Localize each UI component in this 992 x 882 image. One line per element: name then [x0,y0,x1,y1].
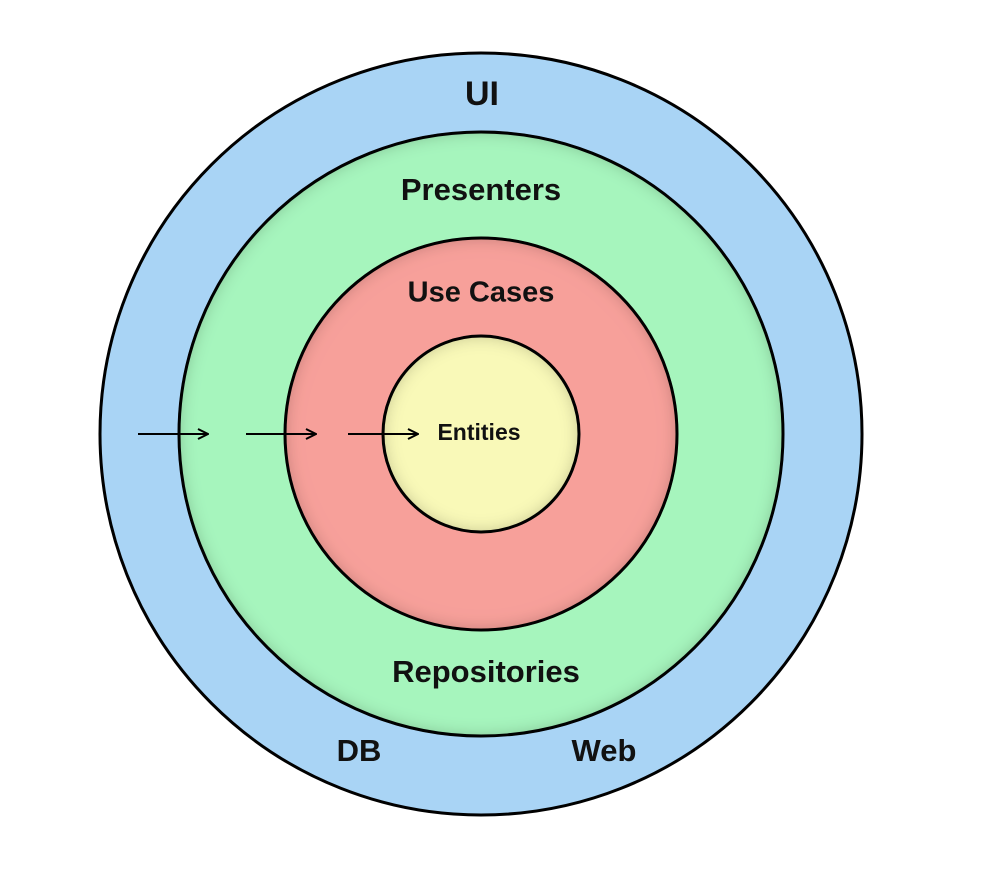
label-ui: UI [465,75,499,113]
label-use-cases: Use Cases [408,277,555,309]
label-entities: Entities [437,419,520,445]
label-repositories: Repositories [392,654,580,689]
label-web: Web [572,733,637,768]
label-presenters: Presenters [401,172,561,207]
label-db: DB [337,733,382,768]
